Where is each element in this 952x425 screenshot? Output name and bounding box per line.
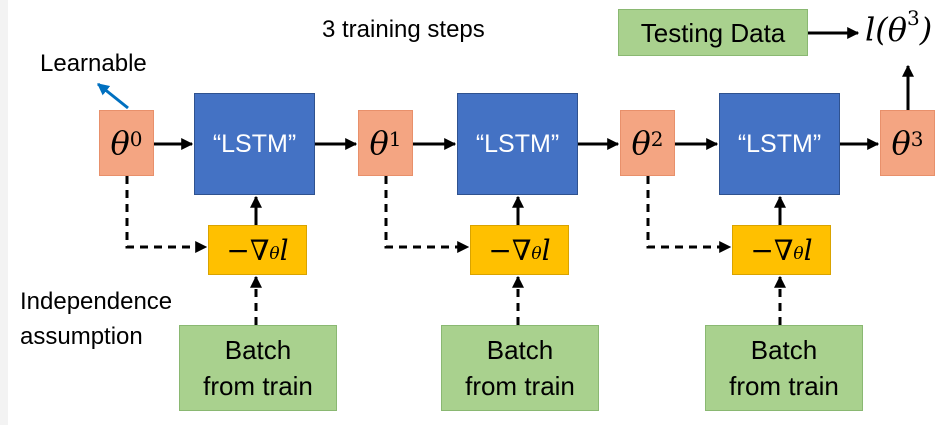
theta-0-symbol: θ (110, 124, 130, 162)
gradient-2-suffix: l (541, 233, 551, 267)
lstm-box-2: “LSTM” (457, 93, 578, 195)
loss-symbol: l(θ (865, 10, 907, 49)
learnable-label: Learnable (40, 50, 147, 77)
theta-1-index: 1 (388, 127, 402, 151)
gradient-2-prefix: −∇ (488, 233, 532, 267)
loss-close: ) (919, 10, 933, 49)
gradient-3-subscript: θ (793, 244, 804, 264)
gradient-3-prefix: −∇ (750, 233, 794, 267)
loss-formula: l(θ3) (865, 6, 933, 49)
theta-2-index: 2 (650, 127, 664, 151)
lstm-box-3: “LSTM” (719, 93, 840, 195)
learnable-pointer-arrow (97, 82, 129, 110)
gradient-3-suffix: l (803, 233, 813, 267)
lstm-box-1: “LSTM” (194, 93, 315, 195)
theta-to-gradient-dashed-arrow-2 (384, 176, 470, 253)
batch-box-1: Batch from train (179, 325, 337, 411)
theta-1-symbol: θ (369, 124, 389, 162)
theta-3-index: 3 (910, 127, 924, 151)
testing-data-box: Testing Data (618, 9, 808, 56)
batch-box-2: Batch from train (441, 325, 599, 411)
loss-exponent: 3 (906, 6, 920, 30)
gradient-1-subscript: θ (269, 244, 280, 264)
title-label: 3 training steps (322, 16, 485, 43)
theta-to-gradient-dashed-arrow-3 (646, 176, 732, 253)
gradient-1-suffix: l (279, 233, 289, 267)
gradient-1-prefix: −∇ (226, 233, 270, 267)
theta-3-symbol: θ (891, 124, 911, 162)
batch-box-3: Batch from train (705, 325, 863, 411)
gradient-2-subscript: θ (531, 244, 542, 264)
theta-0-index: 0 (129, 127, 143, 151)
theta-2-symbol: θ (631, 124, 651, 162)
theta-to-gradient-dashed-arrow-1 (125, 176, 208, 253)
independence-label: Independence assumption (20, 288, 173, 350)
